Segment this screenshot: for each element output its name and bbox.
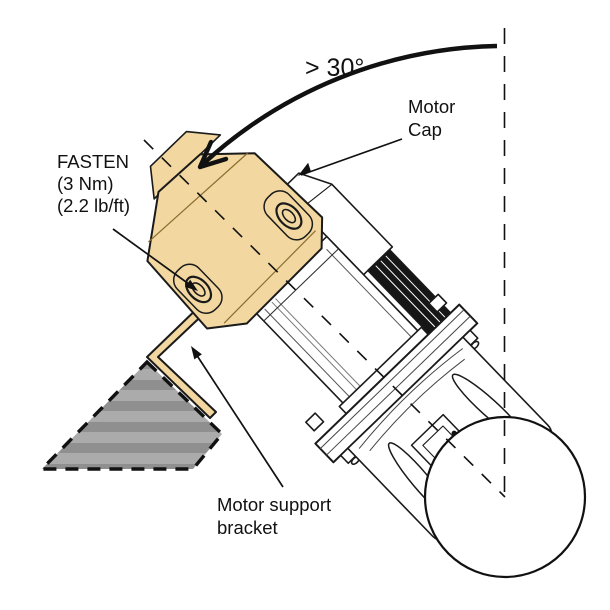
angle-arc	[201, 43, 498, 166]
bracket-label-line1: Motor support	[217, 494, 331, 515]
motor-cap-end-tab	[149, 130, 222, 200]
leader-motor-cap-arrowhead	[298, 162, 311, 176]
cap-screw-upper-slot	[281, 208, 297, 224]
flange-bolt-front-bottom	[305, 412, 325, 432]
flange-bolt-front-top	[428, 293, 448, 313]
angle-arc-arrowhead	[197, 139, 229, 170]
leader-fasten-arrowhead	[184, 279, 198, 291]
bracket-label-line2: bracket	[217, 517, 278, 538]
motor-cap-label-line1: Motor	[408, 96, 455, 117]
leader-lines	[112, 138, 403, 488]
leader-fasten	[112, 228, 194, 288]
fasten-label-line2: (3 Nm)	[57, 173, 114, 194]
cap-screw-upper	[275, 202, 303, 230]
centerline-motor-axis	[143, 139, 506, 498]
fasten-label-line1: FASTEN	[57, 151, 129, 172]
angle-label: > 30°	[305, 54, 364, 82]
cap-screw-lower-slot	[191, 282, 206, 297]
mounting-surface-hatched	[37, 359, 225, 471]
motor-cap-label-line2: Cap	[408, 119, 442, 140]
fasten-label-line3: (2.2 lb/ft)	[57, 195, 130, 216]
leader-motor-cap	[300, 138, 403, 176]
leader-bracket-arrowhead	[191, 346, 202, 360]
leader-bracket	[195, 353, 284, 488]
